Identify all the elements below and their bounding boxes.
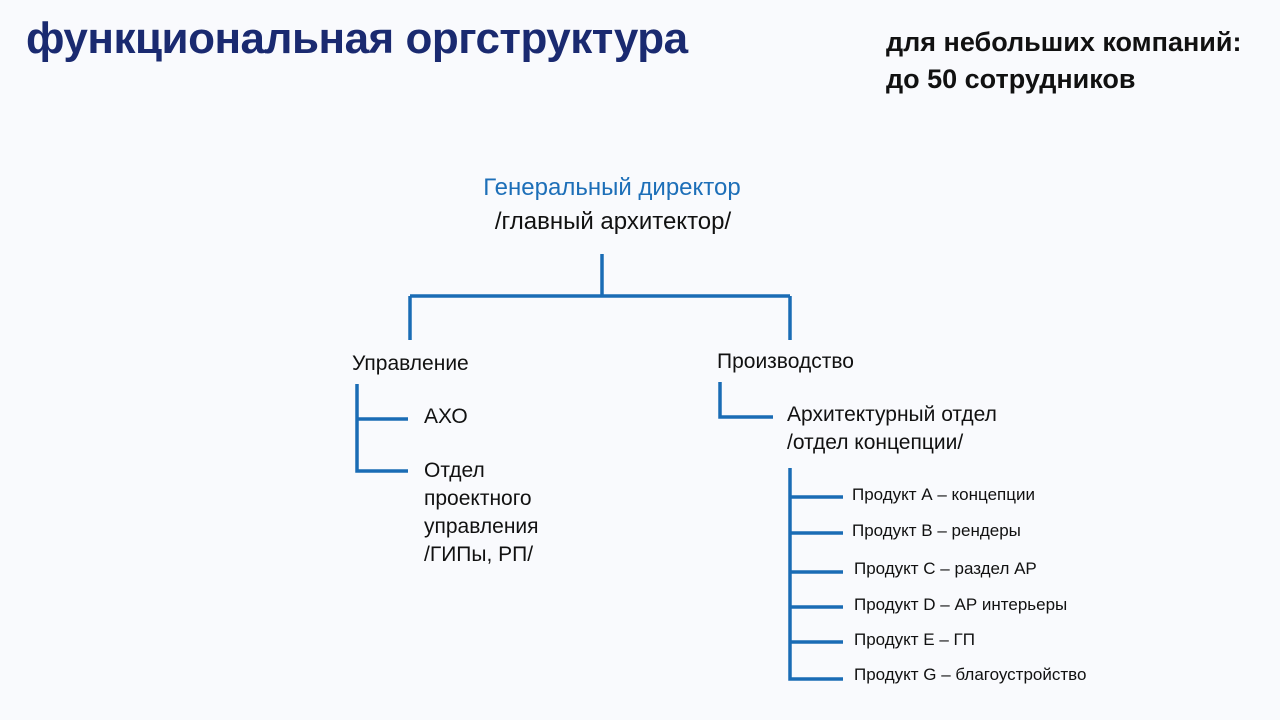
slide-subtitle: для небольших компаний: до 50 сотруднико… bbox=[886, 24, 1241, 98]
project-office-line-4: /ГИПы, РП/ bbox=[424, 543, 534, 566]
production-dept-connector bbox=[718, 382, 773, 419]
project-office-line-3: управления bbox=[424, 515, 539, 538]
product-item: Продукт D – АР интерьеры bbox=[854, 595, 1068, 614]
product-item: Продукт С – раздел АР bbox=[854, 559, 1037, 578]
management-label: Управление bbox=[352, 352, 469, 375]
architecture-department-line-2: /отдел концепции/ bbox=[787, 431, 964, 454]
subtitle-line-1: для небольших компаний: bbox=[886, 27, 1242, 57]
management-spine-line bbox=[355, 384, 408, 473]
product-item: Продукт Е – ГП bbox=[854, 630, 975, 649]
management-item-project-office: Отдел проектного управления /ГИПы, РП/ bbox=[424, 457, 539, 569]
management-item-ako: АХО bbox=[424, 403, 468, 431]
products-spine-line bbox=[788, 468, 843, 681]
production-label: Производство bbox=[717, 350, 854, 373]
product-item: Продукт G – благоустройство bbox=[854, 665, 1087, 684]
management-item-ako-line: АХО bbox=[424, 405, 468, 428]
slide-title: функциональная оргструктура bbox=[26, 14, 688, 63]
product-item: Продукт А – концепции bbox=[852, 485, 1035, 504]
project-office-line-1: Отдел bbox=[424, 459, 485, 482]
project-office-line-2: проектного bbox=[424, 487, 532, 510]
architecture-department-line-1: Архитектурный отдел bbox=[787, 403, 997, 426]
architecture-department: Архитектурный отдел /отдел концепции/ bbox=[787, 401, 997, 457]
director-title: Генеральный директор bbox=[483, 174, 741, 201]
director-subtitle: /главный архитектор/ bbox=[494, 208, 732, 235]
product-item: Продукт В – рендеры bbox=[852, 521, 1021, 540]
subtitle-line-2: до 50 сотрудников bbox=[886, 64, 1136, 94]
